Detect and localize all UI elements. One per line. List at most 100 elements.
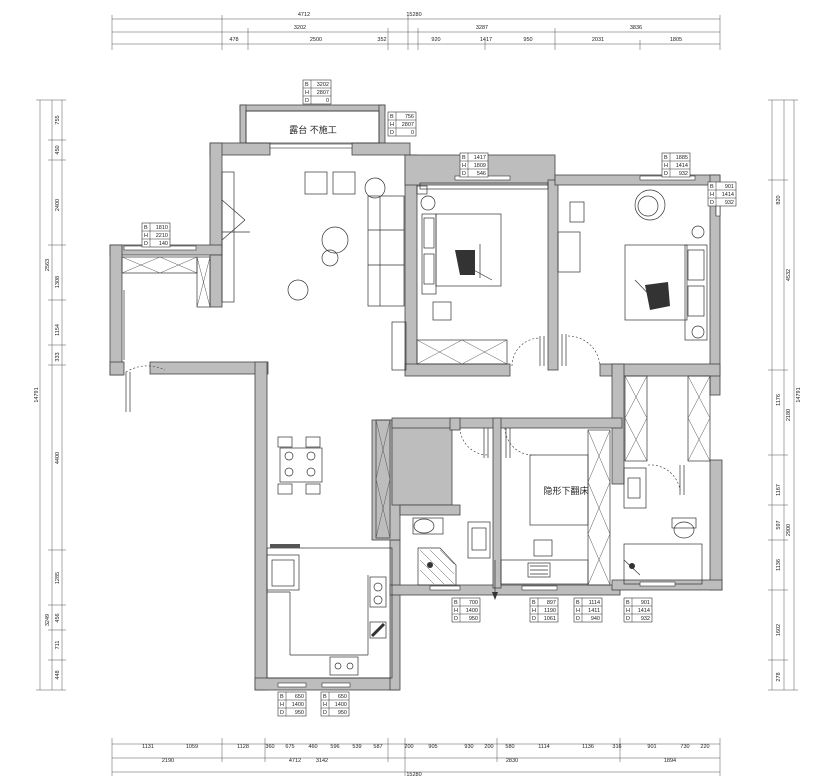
dim-bot-16: 1136 [582,744,594,750]
dim-bot-7: 596 [330,744,339,750]
window-spec-value: 932 [641,616,650,622]
window-spec-key: B [462,155,466,161]
window-spec-key: H [323,702,327,708]
dim-left-12: 711 [55,641,61,650]
hidden-bed-label: 隐形下翻床 [543,485,588,496]
dim-bot-6: 460 [308,744,317,750]
dim-left-3: 2400 [55,199,61,211]
dim-right-2: 4532 [786,269,792,281]
window-spec-key: D [664,171,668,177]
dim-right-8: 1136 [776,559,782,571]
window-spec-value: 1411 [588,608,600,614]
window-spec-key: D [144,241,148,247]
window-spec-key: B [454,600,458,606]
window-spec-value: 1400 [335,702,347,708]
window-spec-key: H [710,192,714,198]
dim-bot-4: 360 [265,744,274,750]
window-spec-key: H [532,608,536,614]
window-spec-key: D [532,616,536,622]
window-spec-key: D [305,98,309,104]
dim-right-4: 2180 [786,409,792,421]
window-spec-key: B [280,694,284,700]
dim-bot-r2-4: 2830 [506,758,518,764]
window-spec-key: D [280,710,284,716]
window-spec-value: 1400 [292,702,304,708]
window-spec-value: 1414 [722,192,734,198]
dim-right-5: 1167 [776,484,782,496]
window-spec-key: D [454,616,458,622]
dim-left-2: 450 [55,145,61,154]
window-spec-value: 950 [295,710,304,716]
window-spec-value: 1114 [589,600,600,606]
window-spec-key: H [626,608,630,614]
dim-top-2c: 3836 [630,25,642,31]
dim-bot-19: 730 [680,744,689,750]
window-spec-key: D [462,171,466,177]
window-spec-value: 932 [725,200,734,206]
dim-top-3d: 920 [431,37,440,43]
dim-bot-8: 539 [352,744,361,750]
dim-bot-18: 901 [647,744,656,750]
window-spec-key: B [710,184,714,190]
dim-top-total: 15280 [406,12,421,18]
window-spec-value: 950 [469,616,478,622]
window-spec-value: 3202 [317,82,329,88]
dim-bot-15: 1114 [538,744,549,750]
window-spec-value: 0 [326,98,329,104]
window-spec-value: 901 [725,184,734,190]
window-spec-value: 1061 [544,616,556,622]
dim-bot-12: 930 [464,744,473,750]
window-spec-key: B [144,225,148,231]
dim-bot-total: 15280 [406,772,421,778]
window-spec-value: 546 [477,171,486,177]
dim-left-8: 4400 [55,452,61,464]
window-spec-value: 650 [295,694,304,700]
window-spec-key: H [390,122,394,128]
window-spec-key: B [532,600,536,606]
dim-left-6: 1154 [55,324,61,336]
dim-left-total: 14791 [34,387,40,402]
window-spec-key: B [305,82,309,88]
dim-top-3a: 478 [229,37,238,43]
dim-right-1: 820 [776,195,782,204]
dim-left-1: 755 [55,115,61,124]
window-spec-key: D [323,710,327,716]
dim-right-3: 1176 [776,394,782,406]
dim-bot-r2-1: 2190 [162,758,174,764]
window-spec-value: 1809 [474,163,486,169]
window-spec-value: 1810 [156,225,168,231]
dim-bot-11: 905 [428,744,437,750]
dim-left-11: 456 [55,613,61,622]
window-spec-value: 2210 [156,233,168,239]
window-spec-key: H [454,608,458,614]
window-spec-value: 932 [679,171,688,177]
dim-top-2a: 3202 [294,25,306,31]
dim-top-3b: 2500 [310,37,322,43]
dimension-lines [36,15,798,776]
window-spec-key: H [664,163,668,169]
window-spec-value: 2807 [402,122,414,128]
dim-top-3c: 352 [377,37,386,43]
window-spec-value: 897 [547,600,556,606]
window-spec-key: B [576,600,580,606]
window-spec-value: 2807 [317,90,329,96]
window-spec-value: 140 [159,241,168,247]
dim-left-5: 1308 [55,276,61,288]
dim-bot-r2-3: 3142 [316,758,328,764]
dim-top-3g: 2031 [592,37,604,43]
dim-bot-13: 200 [484,744,493,750]
dim-bot-1: 1131 [142,744,154,750]
dim-top-3e: 1417 [480,37,492,43]
dim-top-2b: 3287 [476,25,488,31]
dim-right-total: 14791 [796,387,802,402]
